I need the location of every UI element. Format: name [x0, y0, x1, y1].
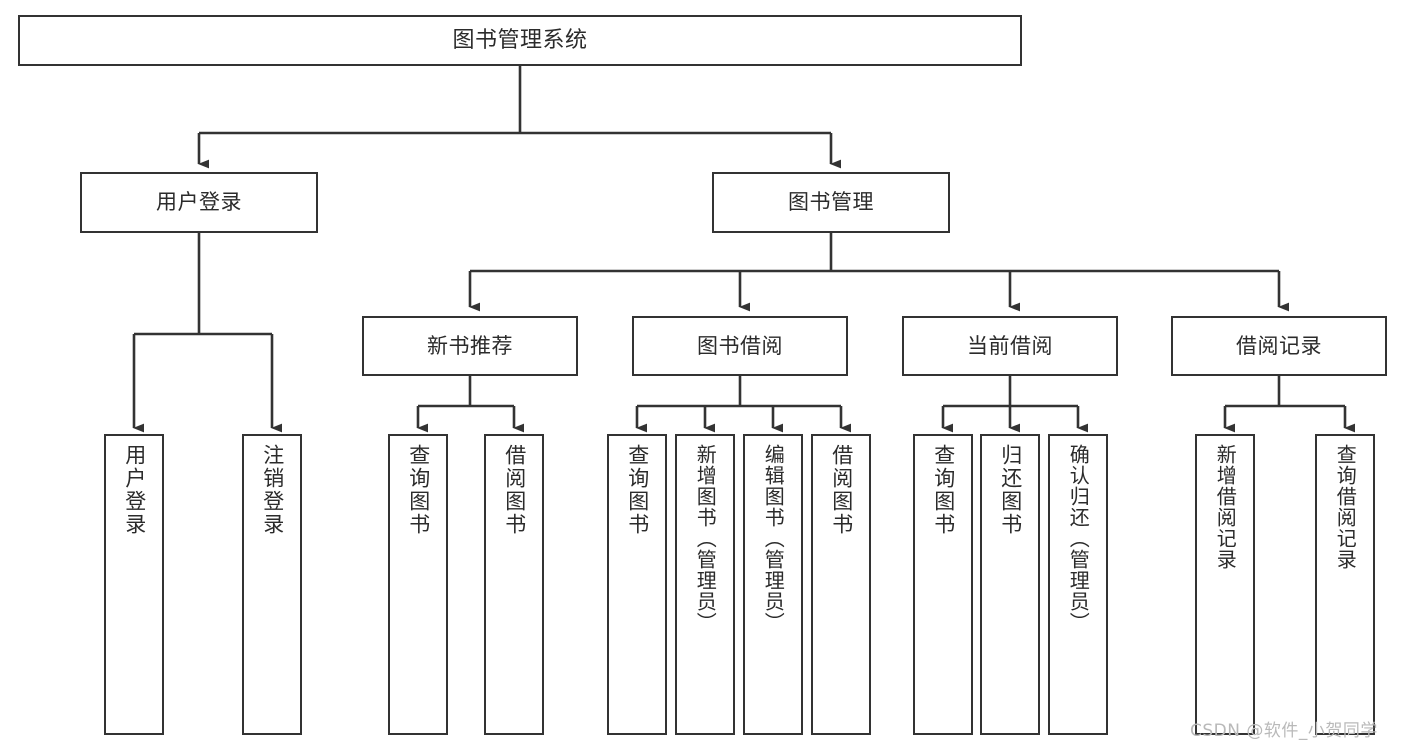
node-leaf-borrow-book-1[interactable]: 借阅图书 — [484, 434, 544, 735]
node-leaf-edit-book-label: 编辑图书（管理员） — [761, 444, 786, 633]
node-new-book-rec-label: 新书推荐 — [427, 333, 513, 358]
node-leaf-query-record[interactable]: 查询借阅记录 — [1315, 434, 1375, 735]
node-leaf-user-login[interactable]: 用户登录 — [104, 434, 164, 735]
node-borrow-record[interactable]: 借阅记录 — [1171, 316, 1387, 376]
node-book-borrow[interactable]: 图书借阅 — [632, 316, 848, 376]
node-leaf-add-book-label: 新增图书（管理员） — [693, 444, 718, 633]
node-leaf-query-book-1-label: 查询图书 — [406, 444, 431, 536]
node-book-borrow-label: 图书借阅 — [697, 333, 783, 358]
node-leaf-logout-label: 注销登录 — [260, 444, 285, 536]
node-leaf-borrow-book-2[interactable]: 借阅图书 — [811, 434, 871, 735]
node-current-borrow[interactable]: 当前借阅 — [902, 316, 1118, 376]
node-current-borrow-label: 当前借阅 — [967, 333, 1053, 358]
node-leaf-borrow-book-2-label: 借阅图书 — [829, 444, 854, 536]
node-book-manage-label: 图书管理 — [788, 190, 874, 215]
node-leaf-query-book-2[interactable]: 查询图书 — [607, 434, 667, 735]
csdn-watermark: CSDN @软件_小贺同学 — [1190, 721, 1378, 741]
node-leaf-query-book-3-label: 查询图书 — [931, 444, 956, 536]
node-leaf-return-book-label: 归还图书 — [998, 444, 1023, 536]
node-leaf-return-book[interactable]: 归还图书 — [980, 434, 1040, 735]
node-book-manage[interactable]: 图书管理 — [712, 172, 950, 233]
node-leaf-query-book-3[interactable]: 查询图书 — [913, 434, 973, 735]
node-root[interactable]: 图书管理系统 — [18, 15, 1022, 66]
node-user-login[interactable]: 用户登录 — [80, 172, 318, 233]
node-root-label: 图书管理系统 — [452, 27, 588, 53]
node-leaf-query-book-2-label: 查询图书 — [625, 444, 650, 536]
node-leaf-edit-book[interactable]: 编辑图书（管理员） — [743, 434, 803, 735]
node-leaf-query-record-label: 查询借阅记录 — [1333, 444, 1358, 570]
node-leaf-borrow-book-1-label: 借阅图书 — [502, 444, 527, 536]
node-leaf-user-login-label: 用户登录 — [122, 444, 147, 536]
node-leaf-confirm-return-label: 确认归还（管理员） — [1066, 444, 1091, 633]
node-borrow-record-label: 借阅记录 — [1236, 333, 1322, 358]
node-leaf-query-book-1[interactable]: 查询图书 — [388, 434, 448, 735]
node-leaf-add-book[interactable]: 新增图书（管理员） — [675, 434, 735, 735]
node-leaf-confirm-return[interactable]: 确认归还（管理员） — [1048, 434, 1108, 735]
node-leaf-logout[interactable]: 注销登录 — [242, 434, 302, 735]
node-leaf-add-record-label: 新增借阅记录 — [1213, 444, 1238, 570]
node-new-book-rec[interactable]: 新书推荐 — [362, 316, 578, 376]
node-user-login-label: 用户登录 — [156, 190, 242, 215]
node-leaf-add-record[interactable]: 新增借阅记录 — [1195, 434, 1255, 735]
